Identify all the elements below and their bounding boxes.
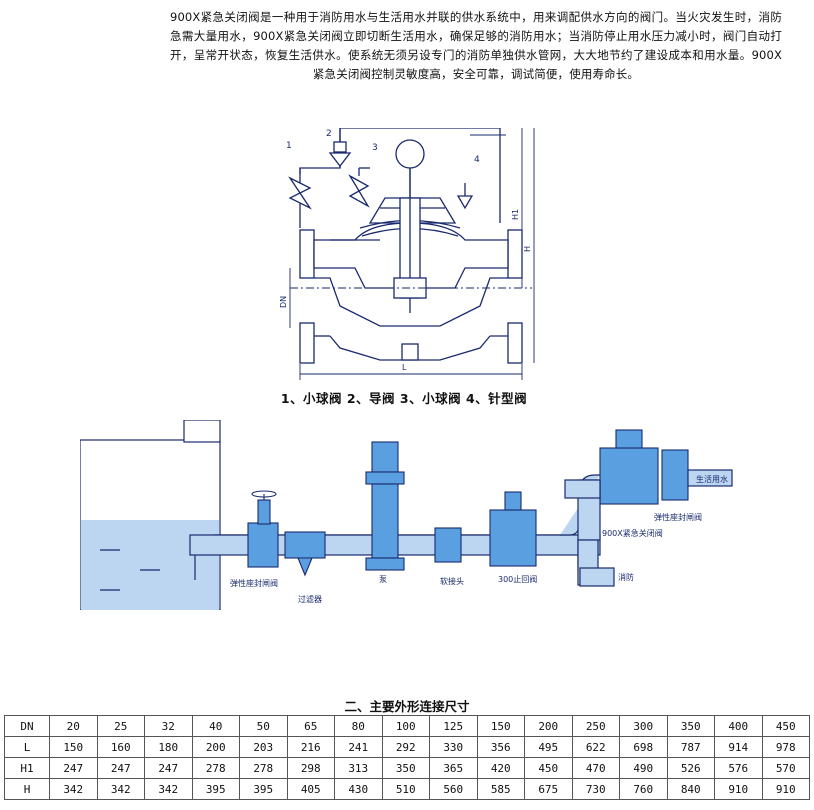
table-cell: 910 [761,778,810,800]
table-cell: 510 [381,778,430,800]
table-cell: 730 [571,778,620,800]
table-cell: 760 [619,778,668,800]
table-cell: 395 [191,778,240,800]
row-header: H1 [4,757,50,779]
table-cell: 203 [239,736,288,758]
table-cell: 200 [191,736,240,758]
table-cell: 313 [334,757,383,779]
table-cell: 420 [476,757,525,779]
dim-label-h1: H1 [511,209,520,220]
label-domestic-water: 生活用水 [696,474,728,484]
table-cell: 278 [239,757,288,779]
table-cell: 278 [191,757,240,779]
table-cell: 125 [429,715,478,737]
table-cell: 342 [96,778,145,800]
table-cell: 914 [714,736,763,758]
label-soft-joint: 软接头 [440,576,464,586]
table-title: 二、主要外形连接尺寸 [344,699,470,714]
label-seal-valve-right: 弹性座封闸阀 [654,512,702,522]
table-cell: 526 [666,757,715,779]
row-header: DN [4,715,50,737]
table-cell: 300 [619,715,668,737]
table-cell: 910 [714,778,763,800]
table-cell: 298 [286,757,335,779]
table-cell: 840 [666,778,715,800]
table-cell: 787 [666,736,715,758]
table-cell: 450 [761,715,810,737]
table-cell: 241 [334,736,383,758]
label-pump: 泵 [379,575,387,584]
valve-cross-section-diagram: 1 2 3 4 H1 H DN L [279,128,535,380]
callout-3: 3 [372,143,378,153]
table-cell: 395 [239,778,288,800]
table-cell: 330 [429,736,478,758]
table-cell: 250 [571,715,620,737]
table-cell: 698 [619,736,668,758]
row-header: H [4,778,50,800]
table-cell: 405 [286,778,335,800]
figure1-caption: 1、小球阀 2、导阀 3、小球阀 4、针型阀 [280,391,528,406]
table-cell: 560 [429,778,478,800]
table-cell: 100 [381,715,430,737]
table-cell: 50 [239,715,288,737]
table-cell: 150 [49,736,98,758]
label-main-valve: 900X紧急关闭阀 [602,528,663,538]
callout-4: 4 [474,155,480,165]
table-cell: 200 [524,715,573,737]
callout-1: 1 [286,141,292,151]
table-cell: 622 [571,736,620,758]
table-cell: 150 [476,715,525,737]
table-cell: 247 [144,757,193,779]
dim-label-l: L [402,363,407,372]
table-cell: 20 [49,715,98,737]
table-cell: 247 [49,757,98,779]
table-cell: 350 [666,715,715,737]
callout-2: 2 [326,129,332,139]
table-cell: 430 [334,778,383,800]
table-cell: 247 [96,757,145,779]
row-header: L [4,736,50,758]
table-cell: 342 [49,778,98,800]
table-cell: 40 [191,715,240,737]
table-cell: 160 [96,736,145,758]
table-cell: 25 [96,715,145,737]
table-cell: 585 [476,778,525,800]
label-seal-valve-left: 弹性座封闸阀 [230,578,278,588]
label-filter: 过滤器 [298,594,322,604]
table-cell: 400 [714,715,763,737]
table-cell: 675 [524,778,573,800]
table-cell: 342 [144,778,193,800]
table-cell: 292 [381,736,430,758]
table-cell: 576 [714,757,763,779]
table-cell: 180 [144,736,193,758]
table-cell: 450 [524,757,573,779]
table-cell: 80 [334,715,383,737]
installation-diagram: 弹性座封闸阀 过滤器 泵 软接头 300止回阀 900X紧急关闭阀 弹性座封闸阀… [80,420,733,610]
table-cell: 470 [571,757,620,779]
intro-paragraph: 900X紧急关闭阀是一种用于消防用水与生活用水并联的供水系统中，用来调配供水方向… [170,10,782,81]
table-cell: 216 [286,736,335,758]
table-cell: 490 [619,757,668,779]
label-check-valve: 300止回阀 [498,574,537,584]
dim-label-h: H [523,246,532,252]
table-cell: 32 [144,715,193,737]
table-cell: 978 [761,736,810,758]
table-cell: 356 [476,736,525,758]
label-fire-water: 消防 [618,572,634,582]
table-cell: 570 [761,757,810,779]
table-cell: 350 [381,757,430,779]
table-cell: 65 [286,715,335,737]
dim-label-dn: DN [279,296,288,308]
table-cell: 495 [524,736,573,758]
table-cell: 365 [429,757,478,779]
